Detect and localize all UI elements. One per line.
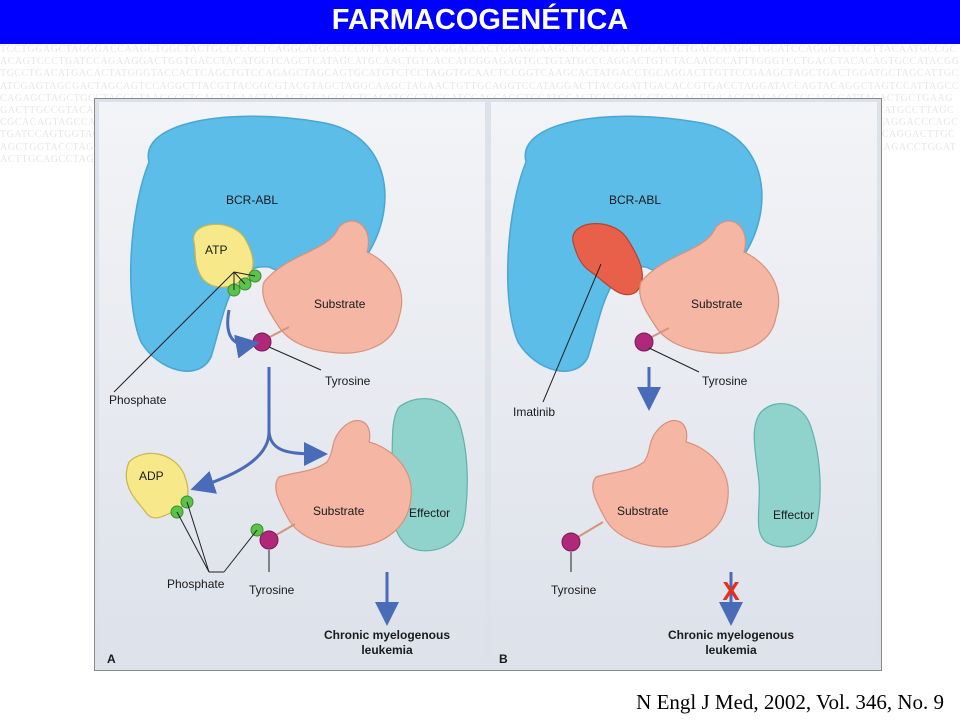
pointer-line bbox=[223, 529, 258, 573]
imatinib-label: Imatinib bbox=[513, 405, 555, 419]
imatinib-molecule bbox=[572, 223, 643, 296]
slide-title: FARMACOGENÉTICA bbox=[331, 4, 629, 36]
pointer-line bbox=[648, 347, 700, 373]
flow-arrow-right bbox=[267, 431, 328, 466]
block-x-mark: X bbox=[722, 576, 740, 606]
pointer-line bbox=[233, 271, 256, 277]
bcr-abl-protein bbox=[129, 115, 386, 372]
substrate-protein-top bbox=[639, 220, 780, 354]
phosphate-label-top: Phosphate bbox=[109, 393, 167, 407]
panel-a-letter: A bbox=[107, 652, 116, 666]
effector-label: Effector bbox=[409, 506, 450, 520]
figure-frame: BCR-ABL ATP Substrate Phosphate Tyrosine… bbox=[94, 98, 882, 671]
phosphate-label-bottom: Phosphate bbox=[167, 577, 225, 591]
substrate-protein-bottom bbox=[592, 420, 729, 548]
effector-label: Effector bbox=[773, 508, 814, 522]
bcr-abl-label: BCR-ABL bbox=[609, 193, 661, 207]
substrate-label-bottom: Substrate bbox=[313, 504, 365, 518]
panel-b: X BCR-ABL Substrate Tyrosine Imatinib Su… bbox=[491, 102, 877, 667]
panel-b-diagram: X BCR-ABL Substrate Tyrosine Imatinib Su… bbox=[499, 115, 821, 666]
panel-b-letter: B bbox=[499, 652, 508, 666]
tyrosine-label-top: Tyrosine bbox=[325, 374, 371, 388]
tyrosine-residue bbox=[252, 332, 272, 352]
substrate-label-top: Substrate bbox=[691, 297, 743, 311]
tyrosine-residue bbox=[561, 532, 581, 552]
pointer-line bbox=[233, 271, 246, 285]
tyrosine-residue bbox=[259, 530, 279, 550]
effector-protein bbox=[753, 403, 821, 548]
flow-arrow-left bbox=[190, 431, 271, 494]
panel-a: BCR-ABL ATP Substrate Phosphate Tyrosine… bbox=[99, 102, 485, 667]
outcome-label-line1: Chronic myelogenous bbox=[668, 628, 794, 642]
pointer-line bbox=[113, 271, 235, 393]
panel-a-diagram: BCR-ABL ATP Substrate Phosphate Tyrosine… bbox=[107, 115, 468, 666]
title-bar: FARMACOGENÉTICA bbox=[0, 0, 960, 44]
tyrosine-label-bottom: Tyrosine bbox=[551, 583, 597, 597]
outcome-label-line2: leukemia bbox=[361, 643, 413, 657]
outcome-label-line1: Chronic myelogenous bbox=[324, 628, 450, 642]
pointer-line bbox=[176, 511, 210, 573]
bcr-abl-label: BCR-ABL bbox=[226, 193, 278, 207]
adp-label: ADP bbox=[139, 469, 164, 483]
pointer-line bbox=[186, 501, 210, 573]
pointer-line bbox=[542, 263, 602, 403]
tyrosine-residue bbox=[634, 332, 654, 352]
atp-label: ATP bbox=[205, 243, 227, 257]
tyrosine-label-top: Tyrosine bbox=[702, 374, 748, 388]
bcr-abl-protein bbox=[506, 115, 763, 372]
tyrosine-label-bottom: Tyrosine bbox=[249, 583, 295, 597]
pointer-line bbox=[268, 346, 322, 371]
outcome-label-line2: leukemia bbox=[705, 643, 757, 657]
citation: N Engl J Med, 2002, Vol. 346, No. 9 bbox=[636, 690, 944, 714]
substrate-protein-top bbox=[262, 220, 403, 354]
substrate-label-bottom: Substrate bbox=[617, 504, 669, 518]
phosphorylation-arrow bbox=[226, 309, 260, 359]
substrate-protein-bottom bbox=[275, 420, 412, 548]
substrate-label-top: Substrate bbox=[314, 297, 366, 311]
